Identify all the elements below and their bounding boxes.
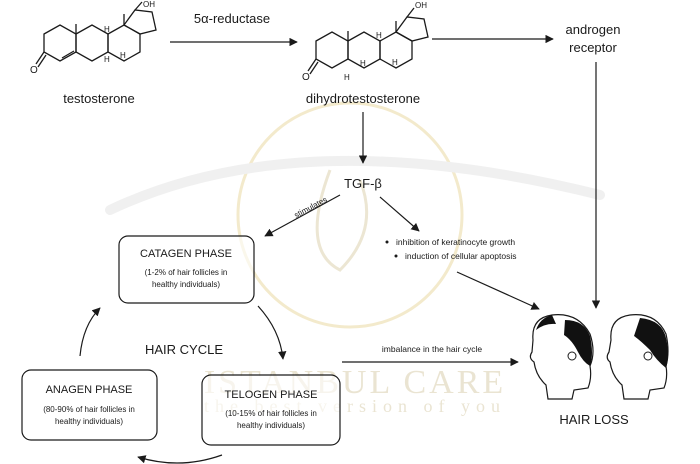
- arrow-effects-to-hairloss: [456, 271, 540, 310]
- dht-h2: H: [392, 58, 398, 67]
- anagen-line1: (80-90% of hair follicles in: [43, 405, 135, 414]
- imbalance-label: imbalance in the hair cycle: [382, 344, 482, 354]
- double-bond: [61, 50, 75, 59]
- arrow-catagen-to-telogen: [257, 305, 287, 360]
- enzyme-label: 5α-reductase: [194, 11, 270, 26]
- testosterone-oh: OH: [143, 0, 155, 9]
- catagen-line1: (1-2% of hair follicles in: [145, 268, 228, 277]
- hair-loss-label: HAIR LOSS: [559, 412, 629, 427]
- dht-h4: H: [344, 73, 350, 82]
- dht-oh: OH: [415, 1, 427, 10]
- hair-2: [634, 318, 668, 368]
- head-profile-2: [606, 314, 669, 400]
- watermark-swoosh: [105, 155, 605, 215]
- ring-a: [43, 24, 77, 62]
- telogen-line1: (10-15% of hair follicles in: [225, 409, 317, 418]
- catagen-title: CATAGEN PHASE: [140, 248, 232, 260]
- telogen-box: [201, 374, 341, 446]
- dht-o: O: [302, 72, 310, 83]
- effect-1: inhibition of keratinocyte growth: [396, 237, 515, 247]
- bullet-2: [394, 254, 398, 258]
- carbonyl-bond-2: [37, 54, 47, 68]
- receptor-label-1: androgen: [566, 22, 621, 37]
- catagen-line2: healthy individuals): [152, 280, 220, 289]
- arrow-telogen-to-anagen: [137, 454, 223, 464]
- arrow-tgf-to-effects: [379, 196, 420, 232]
- oh-bond: [406, 7, 415, 18]
- tgf-label: TGF-β: [344, 176, 382, 191]
- receptor-label-2: receptor: [569, 40, 617, 55]
- anagen-title: ANAGEN PHASE: [46, 384, 133, 396]
- catagen-box: [118, 235, 255, 304]
- head-profile-1: [529, 314, 594, 400]
- watermark-logo-mark: [315, 169, 369, 272]
- arrow-anagen-to-catagen: [79, 307, 101, 357]
- hair-1: [564, 320, 592, 366]
- anagen-line2: healthy individuals): [55, 417, 123, 426]
- testosterone-h2: H: [120, 51, 126, 60]
- ring-d: [123, 9, 157, 35]
- telogen-title: TELOGEN PHASE: [225, 389, 318, 401]
- hair-cycle-label: HAIR CYCLE: [145, 342, 223, 357]
- testosterone-o: O: [30, 65, 38, 76]
- dht-label: dihydrotestosterone: [306, 91, 420, 106]
- carbonyl-bond-2: [309, 61, 319, 75]
- arrow-stimulates: [264, 194, 341, 237]
- telogen-line2: healthy individuals): [237, 421, 305, 430]
- ring-d: [395, 16, 429, 42]
- stimulates-label: stimulates: [293, 195, 329, 220]
- dht-h3: H: [360, 59, 366, 68]
- ear-2: [643, 351, 653, 361]
- carbonyl-bond: [35, 51, 45, 65]
- testosterone-structure: [35, 1, 157, 68]
- oh-bond: [134, 1, 143, 11]
- effect-2: induction of cellular apoptosis: [405, 251, 517, 261]
- testosterone-h1: H: [104, 25, 110, 34]
- testosterone-h3: H: [104, 55, 110, 64]
- carbonyl-bond: [307, 58, 317, 72]
- bullet-1: [385, 240, 389, 244]
- dht-structure: [307, 7, 429, 75]
- ring-a: [315, 31, 349, 69]
- anagen-box: [21, 369, 158, 441]
- hair-front-1: [536, 315, 556, 330]
- dht-h1: H: [376, 31, 382, 40]
- testosterone-label: testosterone: [63, 91, 135, 106]
- watermark-ring: [236, 101, 464, 329]
- ear-1: [567, 351, 577, 361]
